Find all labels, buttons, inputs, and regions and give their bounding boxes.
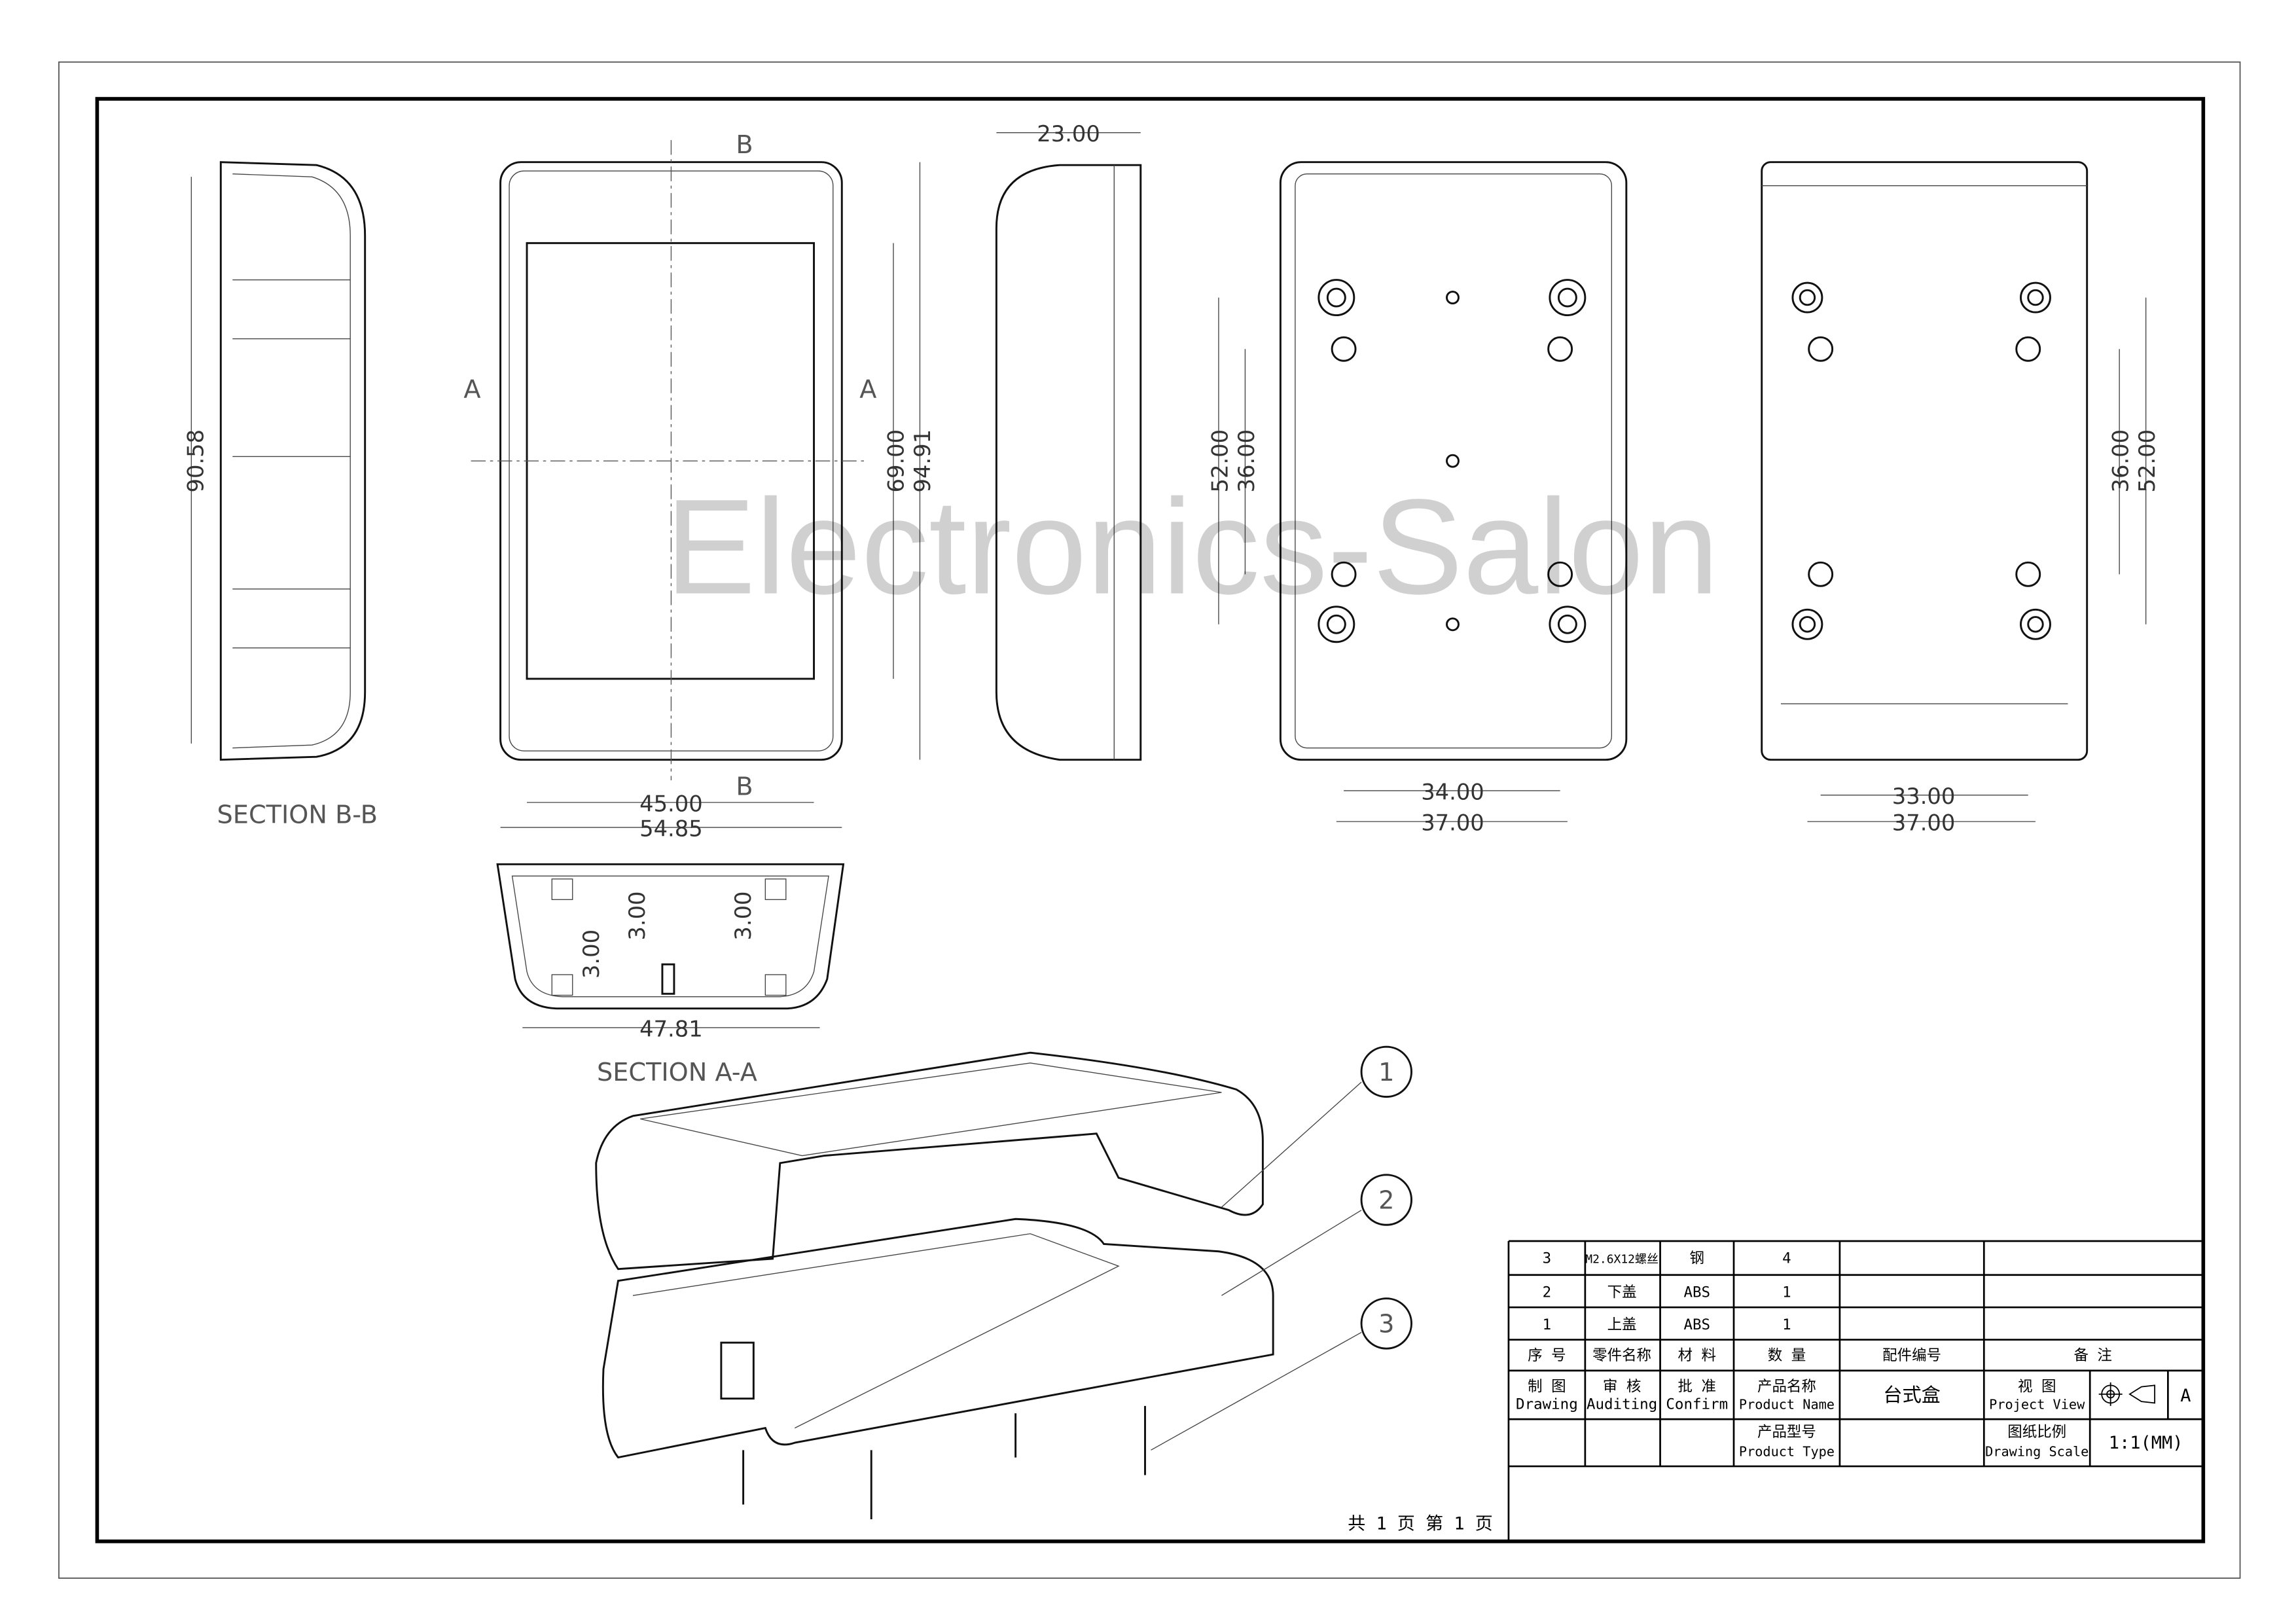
scale-en: Drawing Scale: [1985, 1443, 2089, 1459]
balloon-3: [1360, 1297, 1412, 1350]
part-material: 钢: [1690, 1250, 1704, 1267]
header-remarks: 备 注: [2073, 1347, 2111, 1364]
inner-border: [95, 97, 2206, 1543]
cut-b-top: B: [736, 131, 753, 160]
header-qty: 数 量: [1768, 1347, 1806, 1364]
dim-aa-wall-3: 3.00: [730, 891, 756, 940]
product-type-en: Product Type: [1739, 1443, 1835, 1459]
auditing-en: Auditing: [1587, 1396, 1657, 1413]
projection-symbol-icon: [2098, 1382, 2156, 1406]
bottom-view: 52.00 36.00 34.00 37.00: [1207, 161, 1628, 836]
dim-aa-wall-2: 3.00: [624, 891, 650, 940]
cut-a-right: A: [859, 375, 876, 404]
part-row-1: 1 上盖 ABS 1: [1543, 1316, 1791, 1333]
section-bb-label: SECTION B-B: [217, 801, 378, 829]
part-name: 下盖: [1607, 1284, 1637, 1301]
part-no: 2: [1543, 1284, 1552, 1301]
section-aa-label: SECTION A-A: [597, 1058, 757, 1087]
exploded-view: 1 2 3: [595, 1045, 1412, 1520]
outer-border: [58, 61, 2241, 1579]
page-count: 共 1 页 第 1 页: [1348, 1514, 1493, 1534]
part-name: M2.6X12螺丝: [1585, 1253, 1659, 1267]
cut-a-left: A: [463, 375, 480, 404]
part-no: 1: [1543, 1316, 1552, 1333]
product-type-cn: 产品型号: [1757, 1424, 1816, 1441]
dim-bottom-v-outer: 52.00: [1207, 429, 1232, 493]
auditing-cn: 审 核: [1603, 1378, 1641, 1395]
dim-front-width-inner: 45.00: [639, 791, 703, 816]
drawing-cn: 制 图: [1528, 1378, 1566, 1395]
balloon-1: [1360, 1045, 1412, 1098]
product-name-value: 台式盒: [1883, 1384, 1941, 1406]
part-no: 3: [1543, 1250, 1552, 1267]
product-name-cn: 产品名称: [1757, 1378, 1816, 1395]
dim-side-depth: 23.00: [1037, 121, 1100, 147]
view-en: Project View: [1989, 1396, 2085, 1412]
view-cn: 视 图: [2018, 1378, 2056, 1395]
part-qty: 1: [1782, 1316, 1791, 1333]
balloon-2-label: 2: [1378, 1187, 1394, 1216]
section-aa-view: 3.00 3.00 3.00 47.81 SECTION A-A: [496, 863, 845, 1087]
confirm-en: Confirm: [1666, 1396, 1728, 1413]
front-view: B B A A 45.00 54.85 69.00 94.91: [463, 131, 935, 841]
dim-inside-h-outer: 37.00: [1892, 810, 1956, 836]
part-name: 上盖: [1607, 1316, 1637, 1333]
dim-inside-h-inner: 33.00: [1892, 784, 1956, 809]
title-block: 3 M2.6X12螺丝 钢 4 2 下盖 ABS 1 1 上盖 ABS 1 序 …: [1507, 1240, 2204, 1542]
header-name: 零件名称: [1592, 1347, 1651, 1364]
section-bb-view: 90.58 SECTION B-B: [183, 161, 378, 829]
product-name-en: Product Name: [1739, 1396, 1835, 1412]
dim-aa-width: 47.81: [639, 1016, 703, 1041]
cut-b-bottom: B: [736, 773, 753, 802]
projection-value: A: [2180, 1386, 2191, 1406]
part-row-2: 2 下盖 ABS 1: [1543, 1284, 1791, 1301]
side-view: 23.00: [995, 121, 1142, 761]
header-part-code: 配件编号: [1882, 1347, 1941, 1364]
part-qty: 1: [1782, 1284, 1791, 1301]
drawing-en: Drawing: [1516, 1396, 1578, 1413]
dim-inside-v-inner: 36.00: [2108, 429, 2134, 493]
part-material: ABS: [1683, 1316, 1710, 1333]
balloon-3-label: 3: [1378, 1310, 1394, 1339]
inside-view: 36.00 52.00 33.00 37.00: [1761, 161, 2160, 836]
part-qty: 4: [1782, 1250, 1791, 1267]
part-material: ABS: [1683, 1284, 1710, 1301]
dim-front-height-inner: 69.00: [884, 429, 909, 493]
dim-aa-wall-1: 3.00: [579, 929, 604, 979]
dim-front-width-outer: 54.85: [639, 816, 703, 842]
scale-value: 1:1(MM): [2109, 1433, 2183, 1453]
dim-bottom-h-outer: 37.00: [1421, 810, 1484, 836]
balloon-1-label: 1: [1378, 1058, 1394, 1087]
part-row-3: 3 M2.6X12螺丝 钢 4: [1543, 1250, 1791, 1267]
dim-front-height-outer: 94.91: [910, 429, 935, 493]
balloon-2: [1360, 1174, 1412, 1226]
confirm-cn: 批 准: [1678, 1378, 1716, 1395]
scale-cn: 图纸比例: [2007, 1424, 2066, 1441]
dim-bb-height: 90.58: [183, 429, 208, 493]
watermark: Electronics-Salon: [666, 471, 1719, 623]
header-material: 材 料: [1678, 1347, 1716, 1364]
header-no: 序 号: [1528, 1347, 1566, 1364]
dim-bottom-v-inner: 36.00: [1234, 429, 1259, 493]
dim-bottom-h-inner: 34.00: [1421, 779, 1484, 804]
dim-inside-v-outer: 52.00: [2134, 429, 2160, 493]
